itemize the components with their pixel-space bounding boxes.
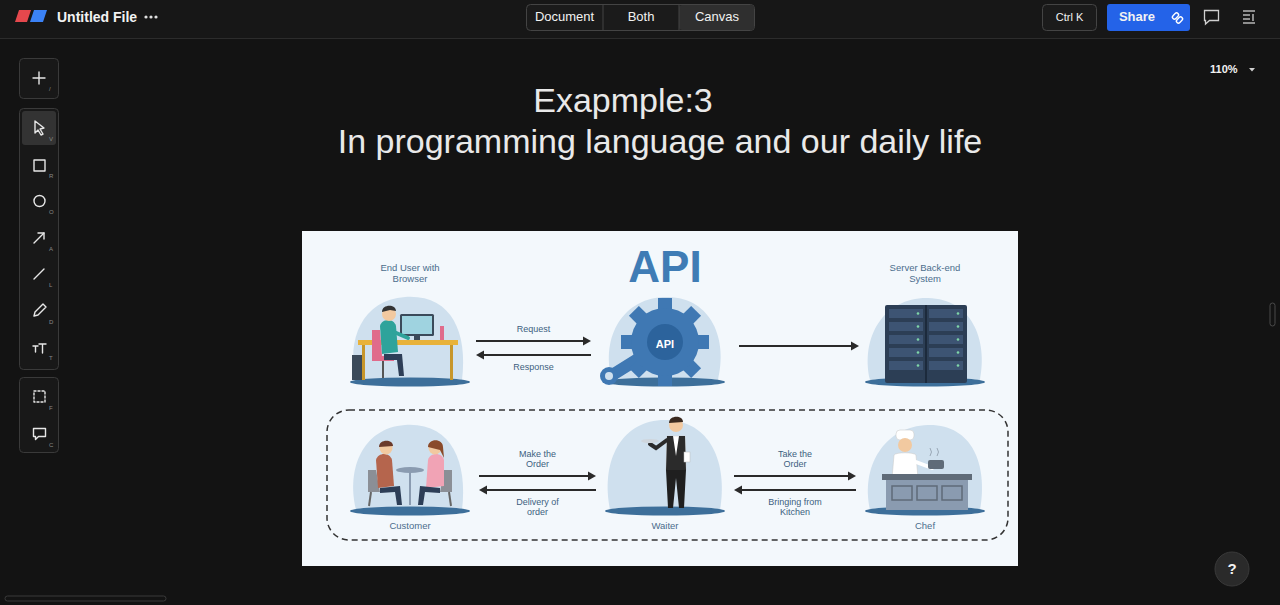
shortcut-key: A <box>49 246 53 253</box>
edge-label-holder: Delivery of order <box>509 497 567 517</box>
connector-arrow <box>479 486 596 495</box>
connector-line <box>486 489 596 491</box>
file-name: Untitled File <box>57 9 137 25</box>
text-holder: In programming language and our daily li… <box>240 121 1080 161</box>
server-node: Server Back-end System <box>865 262 985 390</box>
text-holder: Both <box>603 9 679 25</box>
shortcut-label: Ctrl K <box>1042 10 1097 24</box>
shortcut-key: F <box>49 405 53 412</box>
connector-arrow <box>479 472 596 481</box>
text-holder: R <box>49 173 53 180</box>
connector-arrow <box>734 472 856 481</box>
api-node: API API <box>597 245 733 390</box>
connector-arrow <box>734 486 856 495</box>
connector-arrow <box>739 342 859 351</box>
edge-label-holder: Make the Order <box>509 449 567 469</box>
text-holder: Canvas <box>679 9 755 25</box>
arrow-head <box>479 486 487 495</box>
waiter-node: Waiter <box>602 410 728 534</box>
text-holder: Document <box>526 9 603 25</box>
edge-label-holder: Request <box>505 324 563 334</box>
zoom-level: 110% <box>1210 63 1238 76</box>
text-holder: T <box>49 355 53 362</box>
connector-arrow <box>476 337 591 346</box>
text-holder: A <box>49 246 53 253</box>
arrow-head <box>583 337 591 346</box>
edge-label: Response <box>505 362 563 372</box>
text-holder: Exapmple:3 <box>423 80 823 120</box>
text-holder: Share <box>1115 9 1159 25</box>
text-holder: Ctrl K <box>1042 10 1097 24</box>
tab-label: Canvas <box>679 9 755 25</box>
customer-node: Customer <box>347 410 473 534</box>
arrow-head <box>851 342 859 351</box>
browser-user-node: End User with Browser <box>350 262 470 390</box>
node-caption: Customer <box>347 520 473 531</box>
edge-label-holder: Take the Order <box>766 449 824 469</box>
tab-label: Document <box>526 9 603 25</box>
edge-label: Bringing from Kitchen <box>766 497 824 517</box>
connector-line <box>739 345 852 347</box>
text-holder: Untitled File <box>57 9 137 25</box>
connector-line <box>476 340 584 342</box>
connector-arrow <box>476 351 591 360</box>
share-button-label: Share <box>1115 9 1159 25</box>
text-holder: C <box>49 442 53 449</box>
edge-label: Delivery of order <box>509 497 567 517</box>
gear-label: API <box>597 337 733 351</box>
connector-line <box>483 354 591 356</box>
shortcut-key: V <box>49 136 53 143</box>
text-holder: ? <box>1215 560 1249 578</box>
text-holder: V <box>49 136 53 143</box>
shortcut-key: D <box>49 319 53 326</box>
text-holder: D <box>49 319 53 326</box>
edge-label-holder: Response <box>505 362 563 372</box>
help-button-label: ? <box>1215 560 1249 578</box>
shortcut-key: R <box>49 173 53 180</box>
arrow-head <box>476 351 484 360</box>
api-heading: API <box>597 245 733 289</box>
shortcut-key: T <box>49 355 53 362</box>
connector-line <box>734 475 849 477</box>
canvas-subtitle: In programming language and our daily li… <box>240 121 1080 161</box>
connector-line <box>741 489 856 491</box>
arrow-head <box>848 472 856 481</box>
node-caption: Chef <box>862 520 988 531</box>
shortcut-key: O <box>49 209 54 216</box>
shortcut-key: C <box>49 442 53 449</box>
arrow-head <box>588 472 596 481</box>
shortcut-key: L <box>49 282 52 289</box>
connector-line <box>479 475 589 477</box>
node-caption: Server Back-end System <box>882 262 968 284</box>
canvas-title: Exapmple:3 <box>423 80 823 120</box>
text-holder: O <box>49 209 54 216</box>
node-caption: End User with Browser <box>367 262 453 284</box>
edge-label-holder: Bringing from Kitchen <box>766 497 824 517</box>
text-holder: 110% <box>1210 63 1238 76</box>
node-caption: Waiter <box>602 520 728 531</box>
arrow-head <box>734 486 742 495</box>
edge-label: Make the Order <box>509 449 567 469</box>
text-holder: F <box>49 405 53 412</box>
edge-label: Take the Order <box>766 449 824 469</box>
shortcut-key: / <box>49 86 51 93</box>
chef-node: Chef <box>862 410 988 534</box>
tab-label: Both <box>603 9 679 25</box>
edge-label: Request <box>505 324 563 334</box>
text-holder: / <box>49 86 51 93</box>
text-holder: L <box>49 282 52 289</box>
